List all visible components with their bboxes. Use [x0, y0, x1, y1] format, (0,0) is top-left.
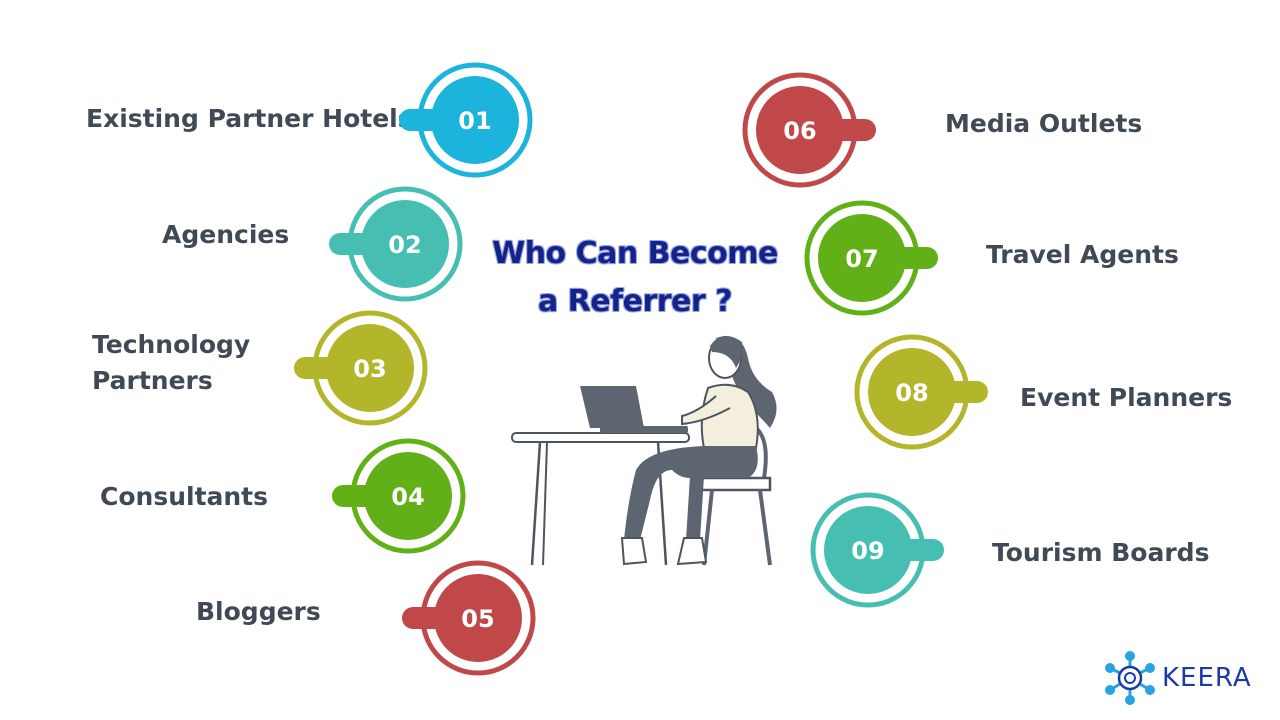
title-line-2: a Referrer ? — [537, 284, 733, 319]
keera-logo-icon — [1105, 651, 1155, 705]
badge-number: 04 — [391, 483, 424, 511]
badge-06: 06 — [742, 72, 876, 188]
badge-number: 03 — [353, 355, 386, 383]
badge-07: 07 — [804, 200, 938, 316]
badge-09: 09 — [810, 492, 944, 608]
badge-number: 08 — [895, 379, 928, 407]
badge-fill — [756, 86, 844, 174]
label-technology-partners: Technology Partners — [92, 327, 250, 399]
label-technology-partners-line2: Partners — [92, 366, 213, 395]
badge-fill — [326, 324, 414, 412]
brand-name: KEERA — [1162, 663, 1252, 693]
label-tourism-boards: Tourism Boards — [992, 538, 1210, 567]
badge-fill — [868, 348, 956, 436]
label-event-planners: Event Planners — [1020, 383, 1233, 412]
label-technology-partners-line1: Technology — [92, 330, 251, 359]
label-existing-partner-hotels: Existing Partner Hotels — [86, 104, 413, 133]
badge-fill — [824, 506, 912, 594]
badge-04: 04 — [332, 438, 466, 554]
title-line-1: Who Can Become — [492, 236, 778, 271]
badge-number: 09 — [851, 537, 884, 565]
badge-number: 02 — [388, 231, 421, 259]
badge-02: 02 — [329, 186, 463, 302]
badge-03: 03 — [294, 310, 428, 426]
badge-01: 01 — [399, 62, 533, 178]
badge-fill — [361, 200, 449, 288]
label-consultants: Consultants — [100, 482, 269, 511]
page-title: Who Can Become a Referrer ? — [460, 230, 810, 326]
badge-number: 06 — [783, 117, 816, 145]
badge-fill — [434, 574, 522, 662]
badge-number: 05 — [461, 605, 494, 633]
badge-number: 07 — [845, 245, 878, 273]
woman-at-laptop-icon — [511, 335, 777, 566]
label-bloggers: Bloggers — [196, 597, 321, 626]
label-media-outlets: Media Outlets — [945, 109, 1143, 138]
label-travel-agents: Travel Agents — [986, 240, 1179, 269]
badge-number: 01 — [458, 107, 491, 135]
badge-08: 08 — [854, 334, 988, 450]
badge-fill — [364, 452, 452, 540]
label-agencies: Agencies — [162, 220, 290, 249]
numbered-badges: 01 02 03 04 05 06 07 08 09 — [294, 62, 988, 676]
badge-05: 05 — [402, 560, 536, 676]
badge-fill — [431, 76, 519, 164]
badge-fill — [818, 214, 906, 302]
